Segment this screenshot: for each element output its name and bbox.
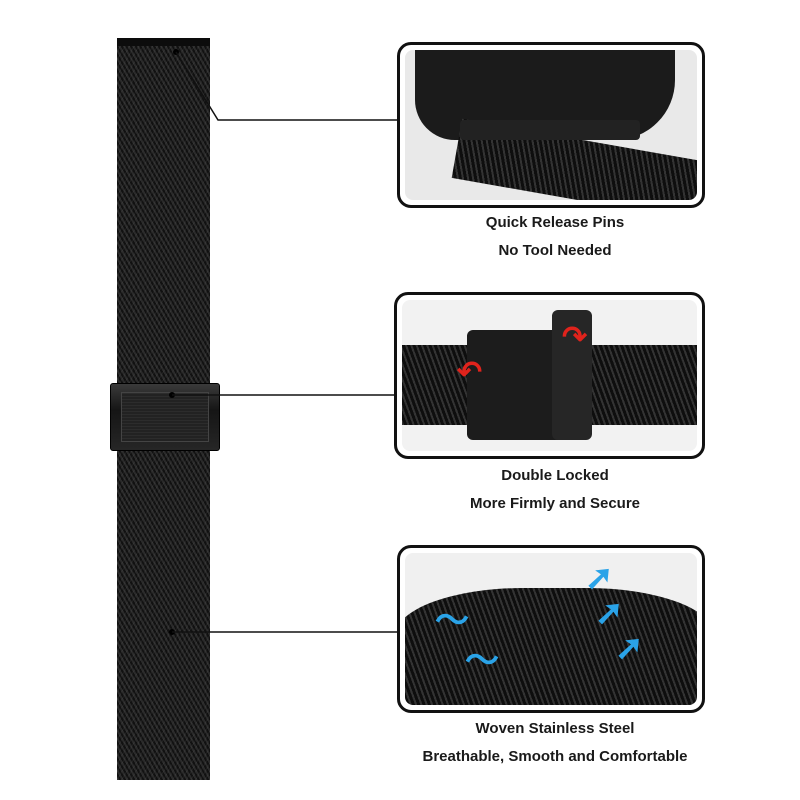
- callout-line-pins: [175, 51, 397, 121]
- rotate-arrow-icon: ↷: [562, 321, 588, 354]
- inset-double-lock: ↶ ↷: [394, 292, 705, 459]
- feature-subtitle: Breathable, Smooth and Comfortable: [422, 748, 688, 765]
- feature-subtitle: No Tool Needed: [498, 242, 612, 259]
- feature-title: Quick Release Pins: [485, 214, 625, 231]
- rotate-arrow-icon: ↶: [457, 356, 483, 389]
- airflow-arrow-icon: ➚: [585, 559, 614, 597]
- airflow-arrow-icon: ➚: [615, 629, 644, 667]
- band-top-edge: [117, 38, 210, 46]
- airflow-arrow-icon: 〜: [465, 642, 499, 680]
- feature-title: Woven Stainless Steel: [475, 720, 635, 737]
- inset-quick-release: [397, 42, 705, 208]
- feature-title: Double Locked: [501, 467, 609, 484]
- fold-buckle: [110, 383, 220, 451]
- inset-woven-mesh: ➚ ➚ ➚ 〜 〜: [397, 545, 705, 713]
- feature-subtitle: More Firmly and Secure: [469, 495, 641, 512]
- airflow-arrow-icon: ➚: [595, 594, 624, 632]
- airflow-arrow-icon: 〜: [435, 602, 469, 640]
